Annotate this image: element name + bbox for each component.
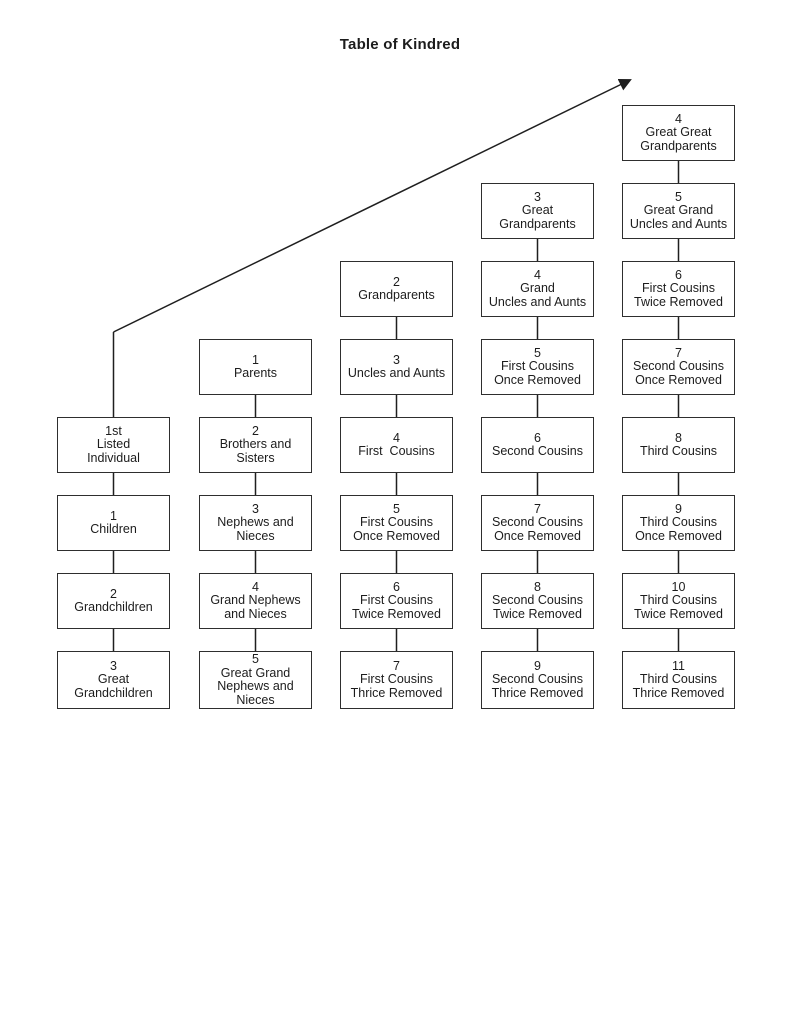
box-first-cousins: 4 First Cousins	[340, 417, 453, 473]
ancestry-arrow	[113, 78, 632, 333]
box-second-cousins-once-removed: 7 Second Cousins Once Removed	[481, 495, 594, 551]
box-first-cousins-twice-removed: 6 First Cousins Twice Removed	[340, 573, 453, 629]
box-great-grand-uncles-and-aunts: 5 Great Grand Uncles and Aunts	[622, 183, 735, 239]
box-second-cousins: 6 Second Cousins	[481, 417, 594, 473]
box-first-cousins-thrice-removed: 7 First Cousins Thrice Removed	[340, 651, 453, 709]
box-second-cousins-twice-removed: 8 Second Cousins Twice Removed	[481, 573, 594, 629]
box-first-cousins-once-removed: 5 First Cousins Once Removed	[340, 495, 453, 551]
page-title: Table of Kindred	[339, 36, 461, 53]
box-listed-individual: 1st Listed Individual	[57, 417, 170, 473]
box-first-cousins-once-removed-gen4: 5 First Cousins Once Removed	[481, 339, 594, 395]
box-brothers-and-sisters: 2 Brothers and Sisters	[199, 417, 312, 473]
box-third-cousins-twice-removed: 10 Third Cousins Twice Removed	[622, 573, 735, 629]
box-first-cousins-twice-removed-gen5: 6 First Cousins Twice Removed	[622, 261, 735, 317]
box-great-great-grandparents: 4 Great Great Grandparents	[622, 105, 735, 161]
box-second-cousins-thrice-removed: 9 Second Cousins Thrice Removed	[481, 651, 594, 709]
box-uncles-and-aunts: 3 Uncles and Aunts	[340, 339, 453, 395]
box-grand-uncles-and-aunts: 4 Grand Uncles and Aunts	[481, 261, 594, 317]
box-second-cousins-once-removed-gen5: 7 Second Cousins Once Removed	[622, 339, 735, 395]
box-grand-nephews-and-nieces: 4 Grand Nephews and Nieces	[199, 573, 312, 629]
box-third-cousins-once-removed: 9 Third Cousins Once Removed	[622, 495, 735, 551]
box-grandparents: 2 Grandparents	[340, 261, 453, 317]
box-nephews-and-nieces: 3 Nephews and Nieces	[199, 495, 312, 551]
box-children: 1 Children	[57, 495, 170, 551]
box-third-cousins: 8 Third Cousins	[622, 417, 735, 473]
box-third-cousins-thrice-removed: 11 Third Cousins Thrice Removed	[622, 651, 735, 709]
box-great-grandparents: 3 Great Grandparents	[481, 183, 594, 239]
box-grandchildren: 2 Grandchildren	[57, 573, 170, 629]
box-great-grandchildren: 3 Great Grandchildren	[57, 651, 170, 709]
box-great-grand-nephews-and-nieces: 5 Great Grand Nephews and Nieces	[199, 651, 312, 709]
box-parents: 1 Parents	[199, 339, 312, 395]
